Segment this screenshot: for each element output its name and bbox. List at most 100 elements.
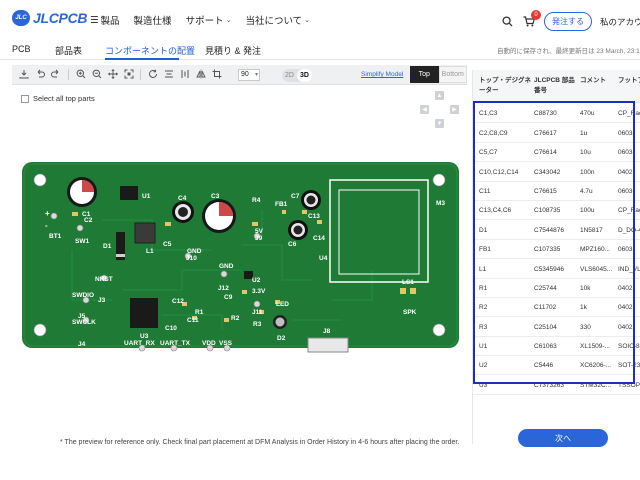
tab-bom[interactable]: 部品表 — [55, 46, 83, 56]
select-all-top-parts[interactable]: Select all top parts — [21, 94, 95, 103]
redo-icon[interactable] — [50, 68, 62, 80]
zoom-select[interactable]: 90 — [238, 69, 260, 81]
jlcpcb-logo[interactable]: JLC JLCPCB — [12, 10, 88, 26]
crop-icon[interactable] — [211, 68, 223, 80]
l1-inductor[interactable] — [134, 222, 156, 244]
tab-component-placement[interactable]: コンポーネントの配置 — [105, 46, 196, 56]
pcb-board-3d[interactable]: C1 C2 C3 C4 C5 C6 C7 C9 C10 C11 C12 C13 … — [12, 150, 472, 362]
smd-pads — [72, 210, 322, 322]
part-number-cell: C108735 — [534, 207, 561, 214]
part-number-cell: C5345946 — [534, 266, 564, 273]
select-all-checkbox[interactable] — [21, 94, 29, 103]
c13-capacitor[interactable] — [301, 190, 321, 210]
table-row[interactable]: U1C61063XL1509-...SOIC-8_... — [473, 336, 640, 356]
d1-diode[interactable] — [116, 232, 125, 260]
simplify-model-link[interactable]: Simplify Model — [361, 71, 404, 78]
header-actions: 0 発注する 私のアカウント — [500, 9, 640, 31]
comment-cell: VLS6045... — [580, 266, 613, 273]
order-button[interactable]: 発注する — [544, 12, 592, 31]
pan-right-icon[interactable]: ▶ — [450, 105, 459, 114]
cart-icon[interactable]: 0 — [522, 9, 541, 29]
column-header-comment: コメント — [580, 77, 606, 84]
nav-about[interactable]: 当社について⌄ — [245, 16, 311, 27]
comment-cell: STM32C... — [580, 382, 612, 389]
part-number-cell: C61063 — [534, 343, 557, 350]
step-tabs: PCB 部品表 コンポーネントの配置 見積り & 発注 自動的に保存され、最終更… — [0, 42, 640, 60]
comment-cell: 470u — [580, 110, 595, 117]
c3-capacitor[interactable] — [202, 199, 236, 233]
account-menu[interactable]: 私のアカウント — [600, 16, 640, 27]
part-number-cell: C11702 — [534, 304, 557, 311]
svg-text:GND: GND — [219, 263, 234, 270]
table-row[interactable]: U3C7373263STM32C...TSSOP-... — [473, 375, 640, 395]
svg-text:D2: D2 — [277, 335, 286, 342]
designator-cell: C5,C7 — [479, 149, 498, 156]
toolbar-divider — [68, 69, 69, 80]
align-icon[interactable] — [163, 68, 175, 80]
nav-specs[interactable]: 製造仕様 — [133, 16, 172, 27]
svg-text:M3: M3 — [436, 200, 445, 207]
tab-pcb[interactable]: PCB — [12, 44, 31, 54]
svg-text:C9: C9 — [224, 294, 233, 301]
nav-products[interactable]: ☰製品 — [90, 14, 120, 28]
nav-support[interactable]: サポート⌄ — [185, 16, 232, 27]
zoom-out-icon[interactable] — [91, 68, 103, 80]
svg-text:SW1: SW1 — [75, 238, 89, 245]
svg-text:U1: U1 — [142, 193, 151, 200]
undo-icon[interactable] — [34, 68, 46, 80]
chevron-down-icon: ⌄ — [304, 17, 311, 24]
next-button[interactable]: 次へ — [518, 429, 608, 447]
comment-cell: 330 — [580, 324, 591, 331]
svg-text:J5: J5 — [78, 313, 86, 320]
d2-led[interactable] — [273, 315, 287, 329]
download-icon[interactable] — [18, 68, 30, 80]
bottom-side-button[interactable]: Bottom — [438, 66, 467, 83]
pan-up-icon[interactable]: ▲ — [435, 91, 444, 100]
svg-text:VDD: VDD — [202, 340, 216, 347]
designator-cell: C13,C4,C6 — [479, 207, 512, 214]
pan-down-icon[interactable]: ▼ — [435, 119, 444, 128]
c4-capacitor[interactable] — [172, 201, 194, 223]
svg-text:R1: R1 — [195, 309, 204, 316]
table-header: トップ・デジグネーター JLCPCB 部品番号 コメント フットプリント — [473, 70, 640, 103]
u2-regulator[interactable] — [244, 271, 253, 279]
pan-left-icon[interactable]: ◀ — [420, 105, 429, 114]
flip-icon[interactable] — [195, 68, 207, 80]
distribute-icon[interactable] — [179, 68, 191, 80]
rotate-icon[interactable] — [147, 68, 159, 80]
j8-connector[interactable] — [307, 337, 349, 353]
top-side-button[interactable]: Top — [410, 66, 439, 83]
designator-cell: U2 — [479, 362, 488, 369]
svg-text:C7: C7 — [291, 193, 300, 200]
svg-text:C3: C3 — [211, 193, 220, 200]
c1-capacitor[interactable] — [67, 177, 97, 207]
designator-cell: C11 — [479, 188, 491, 195]
view-3d-button[interactable]: 3D — [297, 69, 312, 82]
u1-chip[interactable] — [120, 186, 138, 200]
zoom-in-icon[interactable] — [75, 68, 87, 80]
c6-capacitor[interactable] — [288, 220, 308, 240]
pan-icon[interactable] — [107, 68, 119, 80]
search-icon[interactable] — [500, 15, 514, 29]
fit-view-icon[interactable] — [123, 68, 135, 80]
u4-module[interactable] — [329, 179, 429, 283]
view-2d-button[interactable]: 2D — [285, 72, 294, 79]
dimension-toggle: 2D 3D — [282, 69, 312, 82]
u3-mcu[interactable] — [130, 298, 158, 328]
designator-cell: L1 — [479, 266, 487, 273]
svg-text:U2: U2 — [252, 277, 261, 284]
tab-quote-order[interactable]: 見積り & 発注 — [205, 46, 262, 56]
